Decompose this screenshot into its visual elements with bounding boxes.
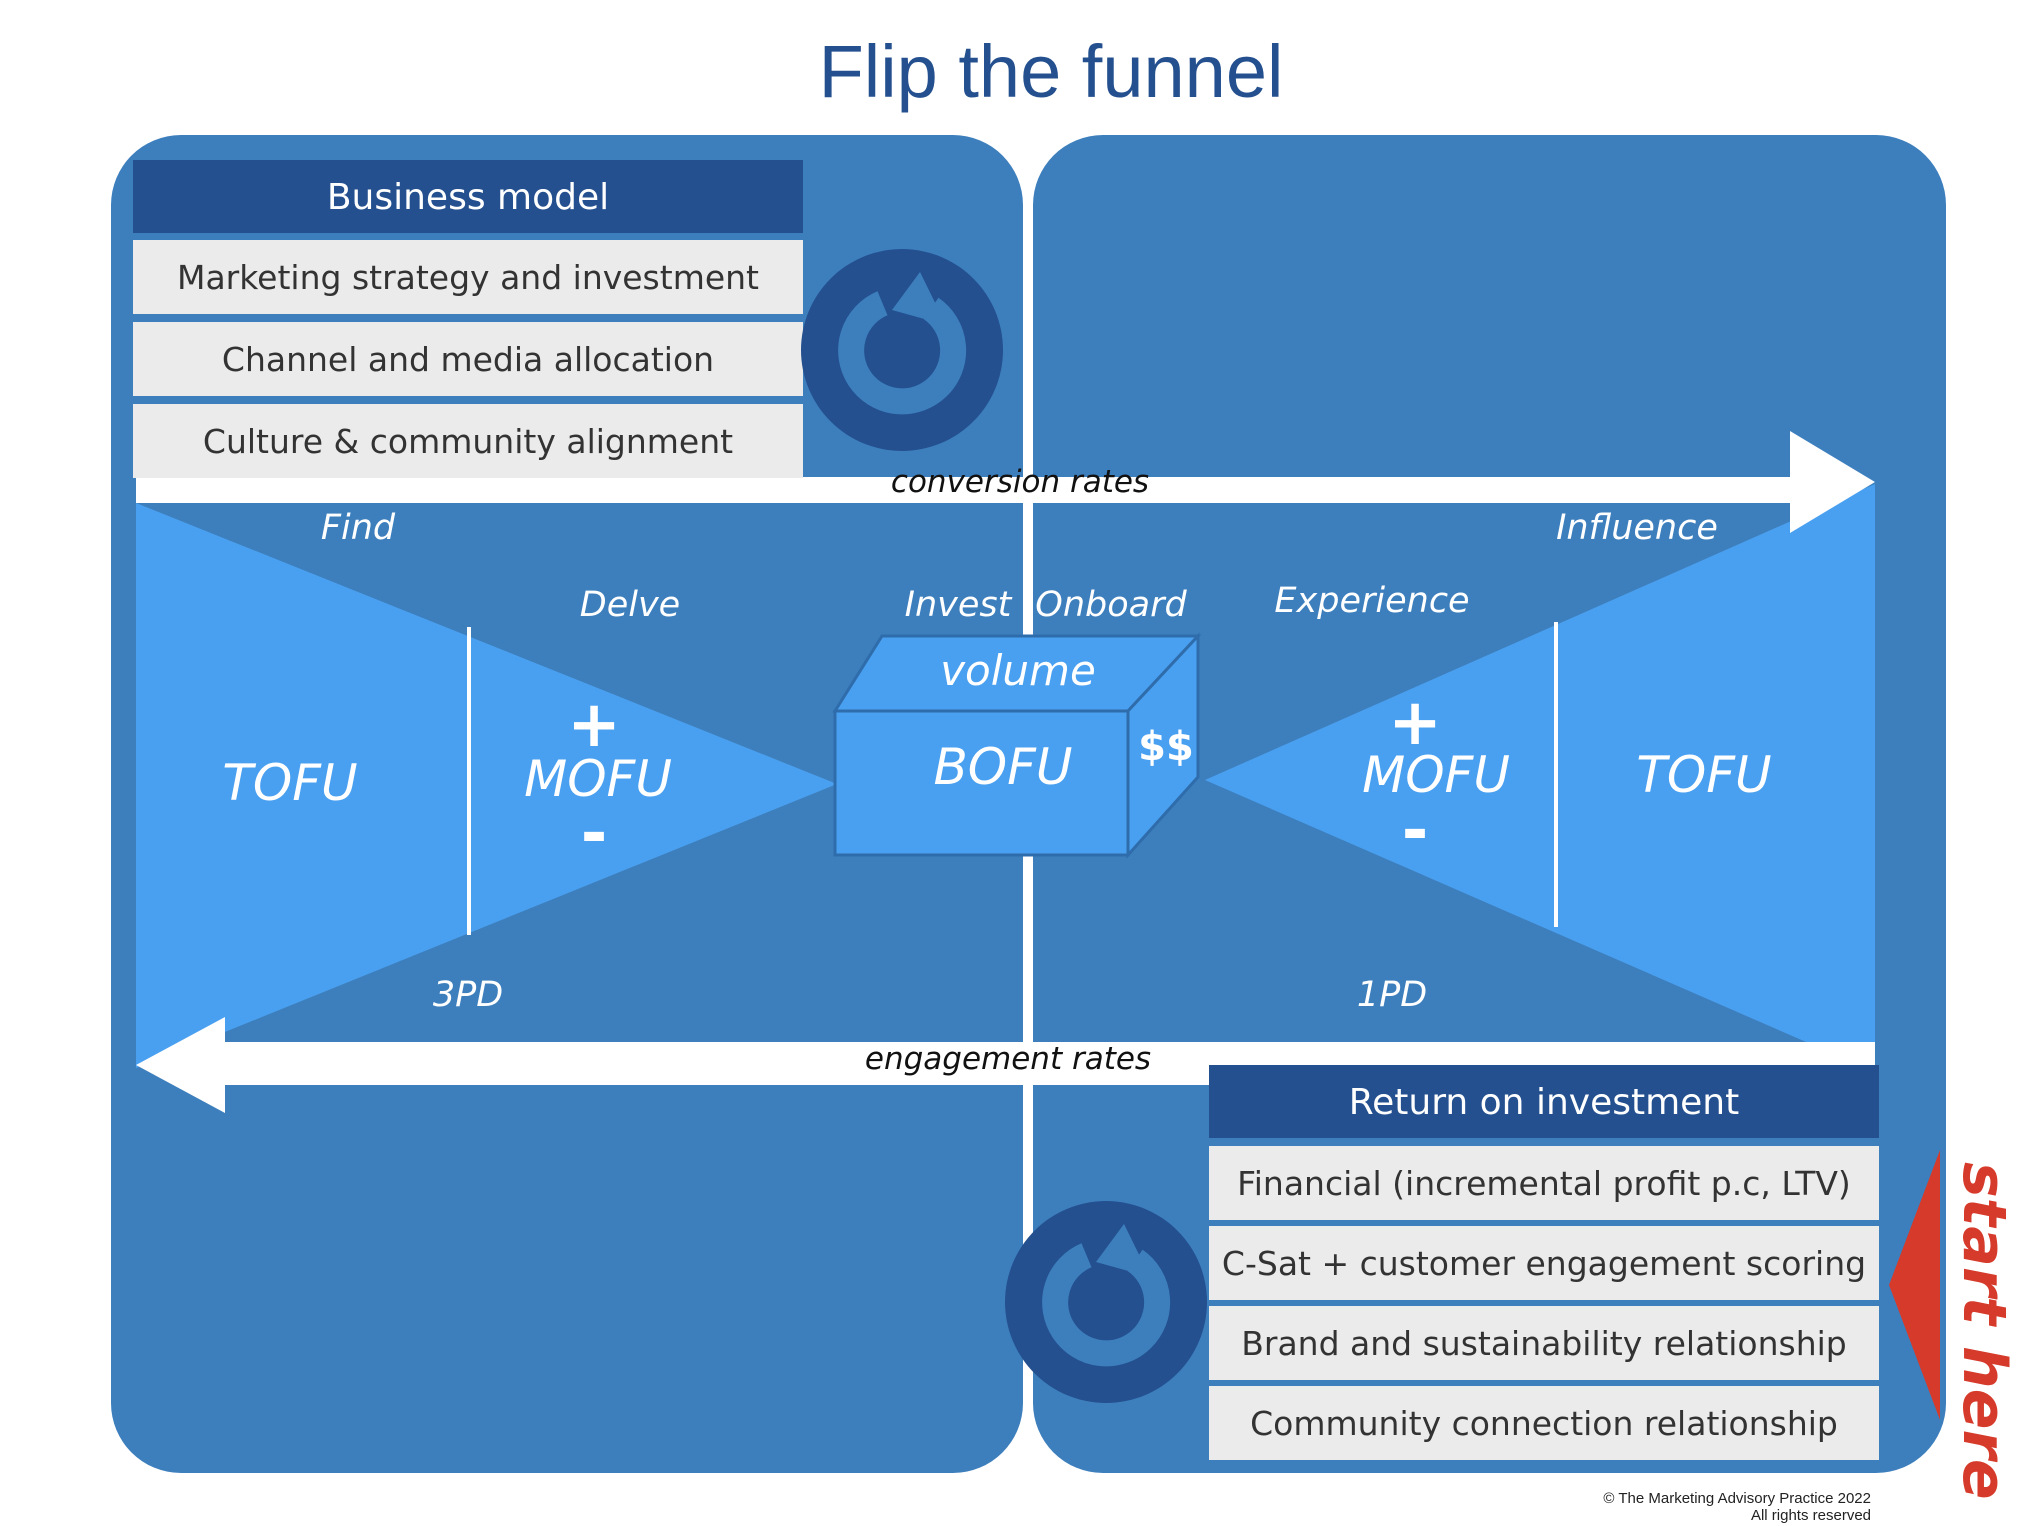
roi-row-label: Brand and sustainability relationship xyxy=(1241,1324,1847,1363)
business-model-header xyxy=(133,160,803,233)
left-mofu-label: MOFU xyxy=(524,750,672,808)
volume-label: volume xyxy=(940,646,1096,695)
business-model-row xyxy=(133,240,803,314)
bofu-box-side xyxy=(1126,632,1200,859)
left-plus: + xyxy=(567,688,621,762)
stage-delve: Delve xyxy=(580,585,680,625)
left-tofu-label: TOFU xyxy=(222,754,357,812)
business-model-row xyxy=(133,322,803,396)
stage-invest: Invest xyxy=(905,585,1013,625)
conversion-rates-arrow xyxy=(136,431,1875,533)
right-mofu-label: MOFU xyxy=(1362,746,1510,804)
stage-find: Find xyxy=(321,508,396,548)
third-party-data-label: 3PD xyxy=(433,975,503,1015)
business-model-row-label: Channel and media allocation xyxy=(222,340,714,379)
roi-row xyxy=(1209,1386,1879,1460)
first-party-data-label: 1PD xyxy=(1357,975,1427,1015)
roi-row-label: Financial (incremental profit p.c, LTV) xyxy=(1237,1164,1851,1203)
copyright-line: © The Marketing Advisory Practice 2022 xyxy=(1603,1490,1871,1507)
page-title: Flip the funnel xyxy=(819,30,1284,113)
stage-onboard: Onboard xyxy=(1035,585,1187,625)
dollars-label: $$ xyxy=(1138,724,1194,770)
right-tofu-label: TOFU xyxy=(1636,746,1771,804)
roi-row xyxy=(1209,1306,1879,1380)
refresh-icon xyxy=(801,249,1003,451)
start-here-label: start here xyxy=(1949,1162,2019,1500)
copyright-line: All rights reserved xyxy=(1751,1507,1871,1524)
right-funnel xyxy=(1205,484,1875,1072)
stage-experience: Experience xyxy=(1274,581,1469,621)
right-plus: + xyxy=(1388,686,1442,760)
roi-header xyxy=(1209,1065,1879,1138)
business-model-row-label: Culture & community alignment xyxy=(203,422,733,461)
engagement-rates-label: engagement rates xyxy=(865,1041,1151,1077)
bofu-label: BOFU xyxy=(933,738,1072,796)
business-model-title: Business model xyxy=(327,177,609,218)
roi-row-label: C-Sat + customer engagement scoring xyxy=(1222,1244,1866,1283)
business-model-row-label: Marketing strategy and investment xyxy=(177,258,759,297)
refresh-icon xyxy=(1005,1201,1207,1403)
business-model-row xyxy=(133,404,803,478)
roi-row-label: Community connection relationship xyxy=(1250,1404,1838,1443)
engagement-rates-arrow xyxy=(136,1017,1875,1113)
roi-row xyxy=(1209,1226,1879,1300)
stage-influence: Influence xyxy=(1556,508,1718,548)
left-funnel xyxy=(136,503,837,1068)
right-minus: - xyxy=(1402,794,1429,868)
roi-row xyxy=(1209,1146,1879,1220)
conversion-rates-label: conversion rates xyxy=(891,464,1149,500)
left-minus: - xyxy=(581,797,608,871)
roi-title: Return on investment xyxy=(1349,1082,1739,1123)
start-here-marker xyxy=(1889,1150,1940,1420)
